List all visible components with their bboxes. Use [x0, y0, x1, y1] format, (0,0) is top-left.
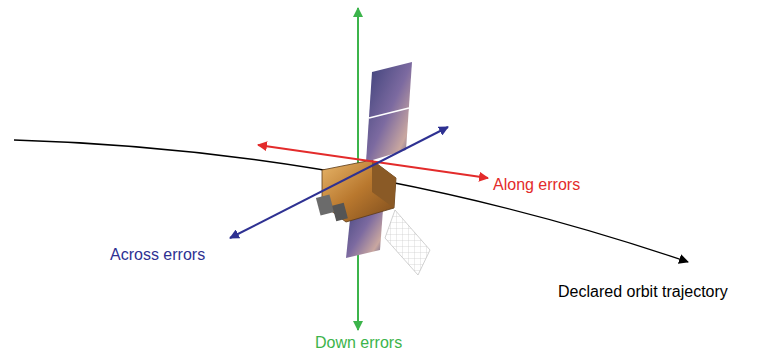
thruster: [316, 194, 334, 215]
satellite-body: [322, 160, 396, 222]
solar-panel-upper: [366, 62, 412, 162]
body-side: [372, 160, 396, 208]
orbit-curve: [14, 140, 688, 262]
across-label: Across errors: [110, 246, 205, 264]
along-label: Along errors: [493, 176, 580, 194]
antenna-grid: [385, 210, 430, 275]
across-arrow: [230, 127, 448, 238]
panel-seam: [369, 108, 409, 118]
orbit-label: Declared orbit trajectory: [558, 283, 728, 301]
thruster: [332, 203, 348, 222]
along-arrow: [258, 145, 488, 178]
down-label: Down errors: [315, 334, 402, 352]
